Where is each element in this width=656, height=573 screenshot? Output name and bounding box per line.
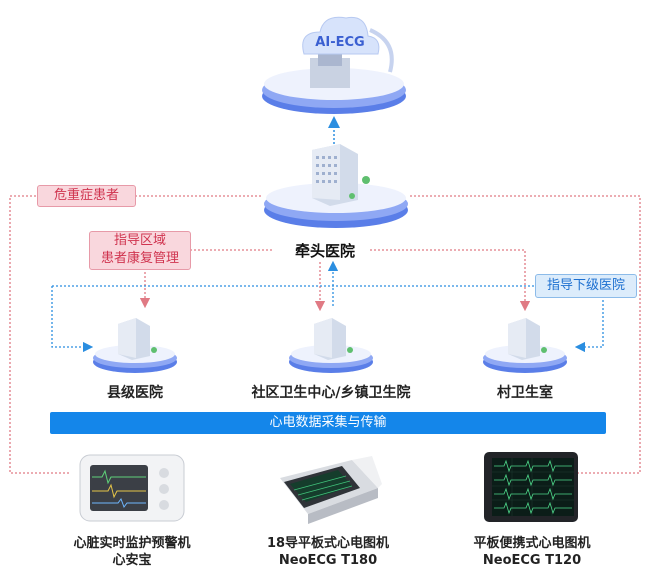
device-monitor-line2: 心安宝 [112, 553, 152, 568]
community-center-illustration [289, 318, 373, 373]
guide-region-line2: 患者康复管理 [100, 251, 179, 266]
guide-lower-label: 指导下级医院 [546, 278, 625, 293]
guide-region-tag: 指导区域 患者康复管理 [89, 231, 191, 270]
svg-text:AI-ECG: AI-ECG [315, 35, 364, 50]
monitor-device-illustration [79, 454, 185, 522]
device-t180-line1: 18导平板式心电图机 [266, 536, 390, 551]
blue-right-down [574, 296, 604, 353]
cloud-platform-illustration: AI-ECG [262, 16, 406, 114]
blue-left-down [51, 286, 94, 353]
facility-label-county: 县级医院 [107, 385, 163, 401]
device-label-monitor: 心脏实时监护预警机 心安宝 [52, 535, 212, 569]
device-label-t180: 18导平板式心电图机 NeoECG T180 [248, 535, 408, 569]
village-clinic-illustration [483, 318, 567, 373]
device-t120-line2: NeoECG T120 [482, 553, 582, 568]
data-collection-banner: 心电数据采集与传输 [50, 412, 606, 434]
county-hospital-illustration [93, 318, 177, 373]
critical-loop-line [9, 195, 70, 474]
facility-label-community: 社区卫生中心/乡镇卫生院 [251, 385, 411, 401]
facility-label-village: 村卫生室 [497, 385, 553, 401]
hub-hospital-illustration [264, 144, 408, 228]
critical-patients-label: 危重症患者 [53, 188, 119, 203]
critical-patients-tag: 危重症患者 [37, 185, 136, 207]
device-monitor-line1: 心脏实时监护预警机 [73, 536, 191, 551]
device-t180-line2: NeoECG T180 [278, 553, 378, 568]
t120-tablet-illustration [484, 452, 578, 522]
right-loop-line [410, 195, 641, 474]
t180-device-illustration [280, 456, 382, 524]
guide-lower-tag: 指导下级医院 [535, 274, 637, 298]
hub-hospital-label: 牵头医院 [294, 242, 355, 260]
guide-right-line [370, 249, 531, 312]
device-t120-line1: 平板便携式心电图机 [473, 536, 591, 551]
device-label-t120: 平板便携式心电图机 NeoECG T120 [452, 535, 612, 569]
guide-region-line1: 指导区域 [113, 233, 166, 248]
